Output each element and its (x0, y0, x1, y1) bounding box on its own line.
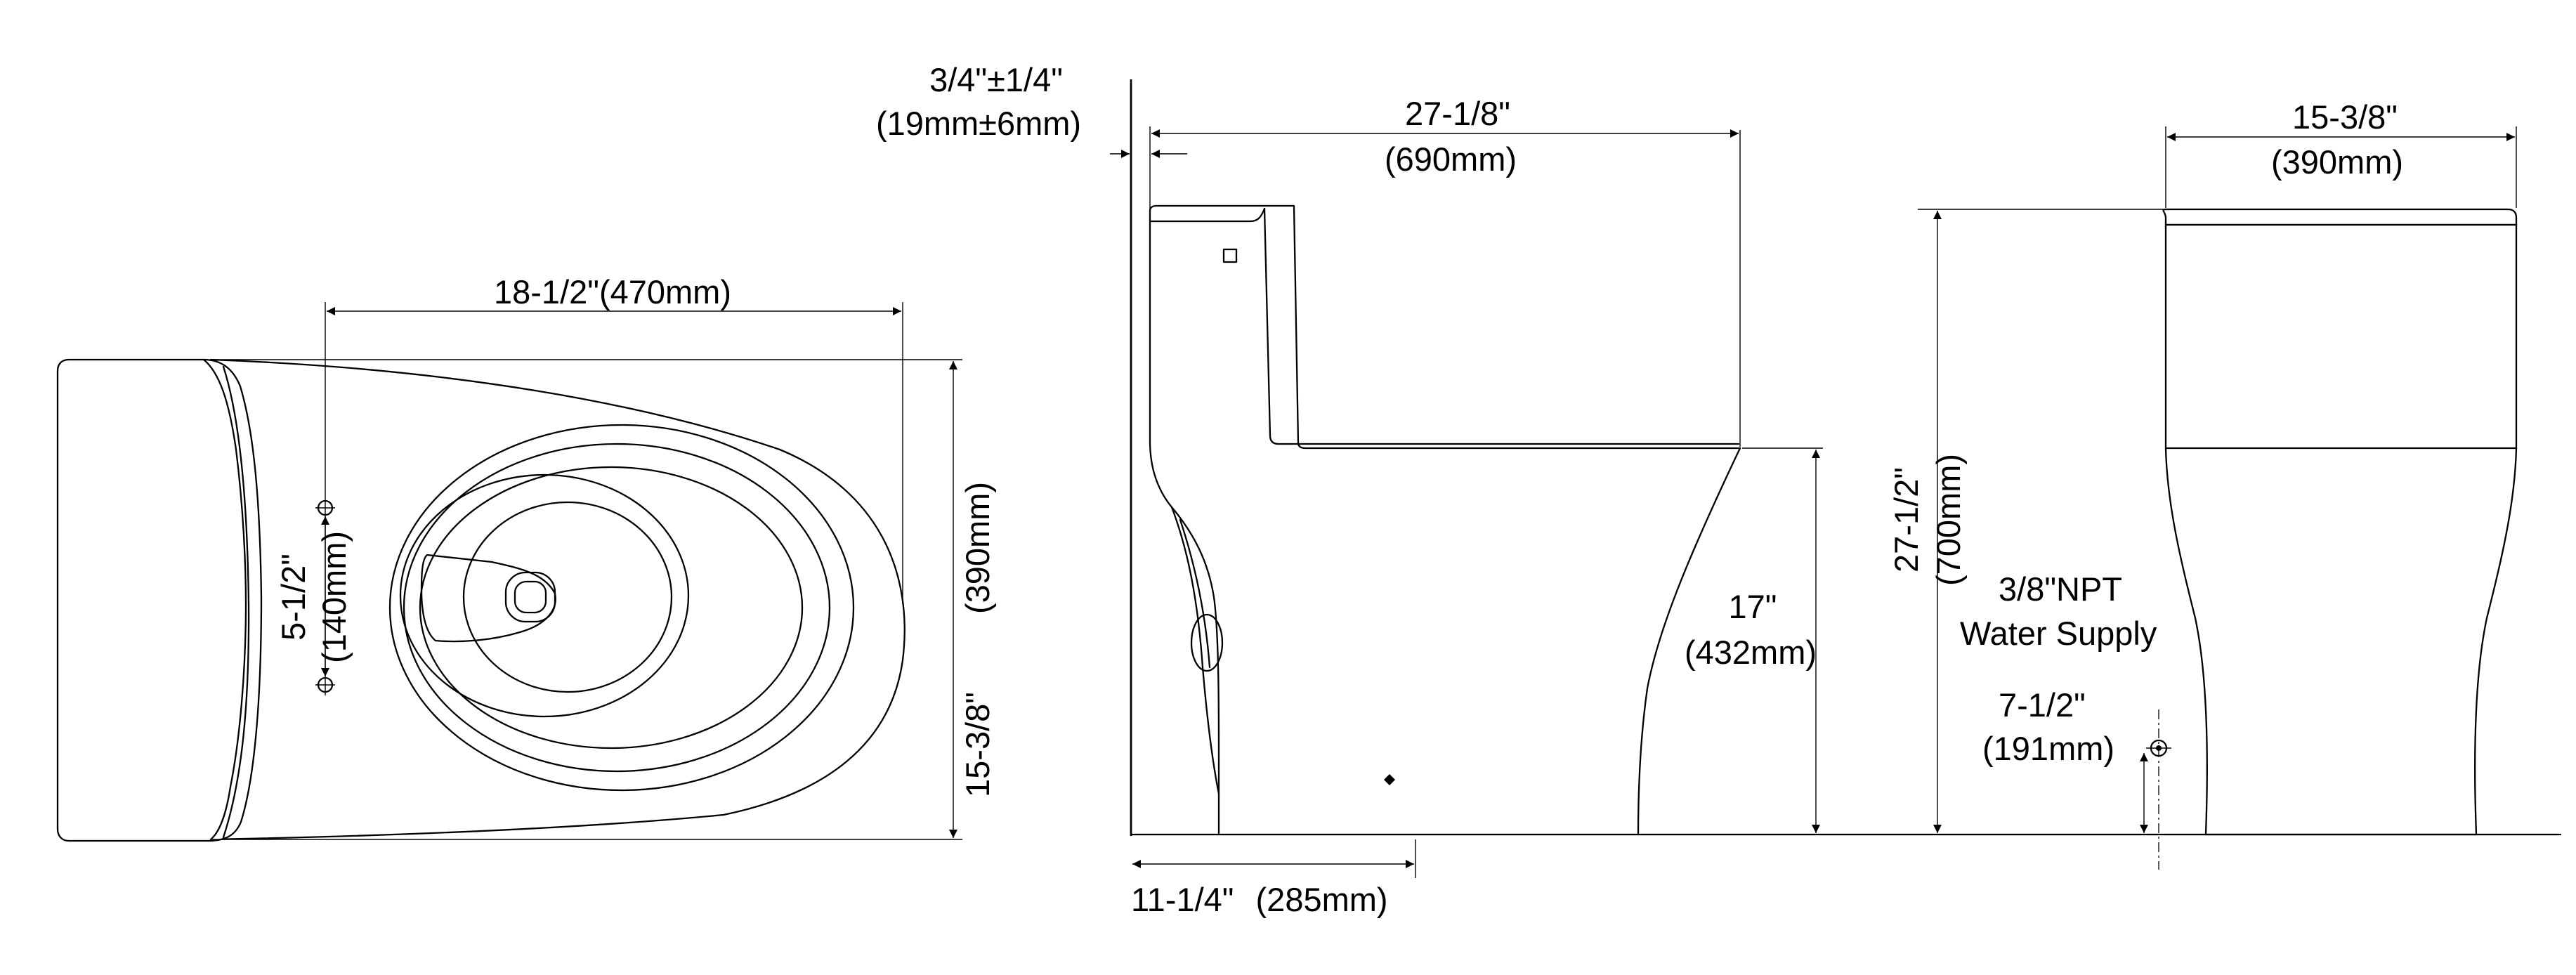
supply-height-mm: (191mm) (1982, 730, 2114, 767)
seat-inner-ring (403, 443, 831, 773)
front-view: 15-3/8" (390mm) 27-1/2" (700mm) 3/8"NPT … (1888, 98, 2518, 870)
bolt-spacing-in: 5-1/2" (275, 554, 312, 641)
seat-height-in: 17" (1729, 588, 1777, 625)
supply-height-in: 7-1/2" (1999, 686, 2086, 724)
bowl-rim-ring (419, 466, 804, 750)
front-tank-outline (2164, 223, 2518, 450)
side-trap-bulge (1190, 613, 1224, 672)
tank-lid-edge (202, 358, 247, 841)
side-length-mm: (690mm) (1385, 140, 1517, 178)
side-trap-curve-2 (1179, 518, 1211, 669)
wall-gap-in: 3/4"±1/4" (929, 61, 1063, 98)
front-pedestal-right (2473, 447, 2518, 836)
trapway-jet (504, 571, 556, 623)
top-width-label-mm: (390mm) (959, 482, 996, 614)
front-pedestal-left (2164, 447, 2209, 836)
side-tank-inner (1263, 207, 1740, 445)
side-front-contour (1637, 447, 1741, 836)
rough-in-in: 11-1/4" (1131, 881, 1234, 918)
rough-in-mm: (285mm) (1256, 881, 1388, 918)
side-tank-outline (1149, 204, 1741, 450)
top-view: 18-1/2"(470mm) 15-3/8" (390mm) 5-1/2" (1… (56, 273, 996, 842)
front-width-mm: (390mm) (2271, 143, 2403, 181)
bowl-water-area (399, 473, 690, 718)
top-width-label-in: 15-3/8" (959, 692, 996, 797)
front-width-in: 15-3/8" (2292, 98, 2398, 136)
seat-outer-ring (388, 424, 855, 792)
tank-outline (56, 358, 263, 842)
side-trap-curve (1170, 506, 1220, 795)
trapway-outline (420, 554, 556, 643)
supply-type: 3/8"NPT (1999, 570, 2122, 608)
side-lid-step (1149, 207, 1266, 223)
trapway-jet-inner (514, 580, 547, 614)
tank-inner-curve (222, 365, 250, 839)
bolt-spacing-mm: (140mm) (315, 531, 353, 663)
top-length-label: 18-1/2"(470mm) (494, 273, 731, 310)
flush-button-icon (1222, 248, 1238, 263)
bowl-outline (209, 358, 905, 841)
side-body-outline (1149, 209, 1220, 836)
front-height-mm: (700mm) (1930, 454, 1967, 586)
side-length-in: 27-1/8" (1405, 95, 1510, 132)
outlet-center-mark (1384, 774, 1395, 785)
supply-connection-icon (2146, 739, 2171, 757)
wall-gap-mm: (19mm±6mm) (876, 105, 1081, 142)
bowl-opening (462, 501, 673, 693)
side-view: 3/4"±1/4" (19mm±6mm) 27-1/8" (690mm) 17"… (876, 61, 2562, 918)
supply-label: Water Supply (1960, 615, 2157, 652)
front-height-in: 27-1/2" (1888, 467, 1925, 572)
front-lid (2162, 208, 2518, 226)
seat-height-mm: (432mm) (1685, 634, 1817, 671)
rough-in-label: 11-1/4" (285mm) (1131, 881, 1388, 918)
